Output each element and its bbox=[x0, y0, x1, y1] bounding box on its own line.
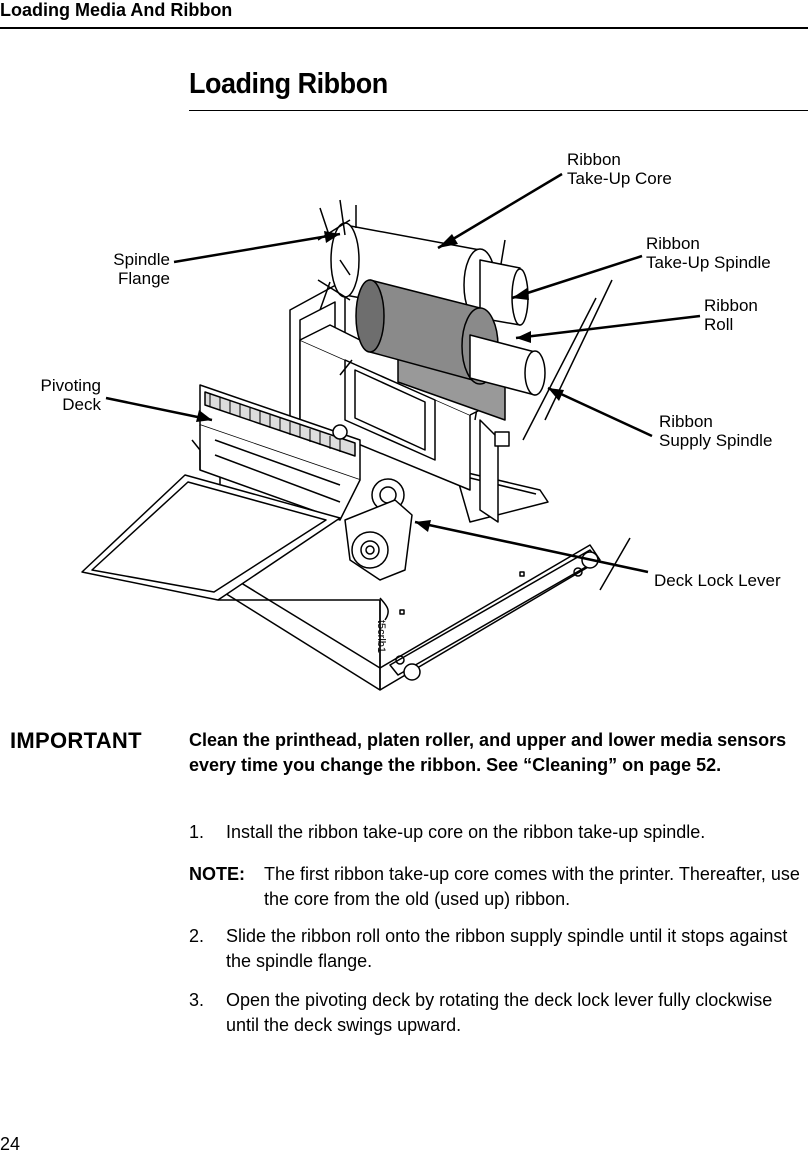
callout-supply-spindle: Ribbon Supply Spindle bbox=[659, 412, 773, 450]
step-number: 2. bbox=[189, 926, 205, 946]
callout-pivoting-deck: Pivoting Deck bbox=[40, 376, 101, 414]
printer-ribbon-figure: t5crlb1 Ribbon Take-Up Core Ribbon Take-… bbox=[0, 120, 808, 710]
printer-line-drawing: t5crlb1 bbox=[81, 172, 701, 691]
page-number: 24 bbox=[0, 1134, 21, 1154]
callout-deck-lock-lever: Deck Lock Lever bbox=[654, 571, 781, 590]
step-3: 3. Open the pivoting deck by rotating th… bbox=[189, 988, 804, 1038]
step-text: Install the ribbon take-up core on the r… bbox=[226, 822, 706, 842]
step-2: 2. Slide the ribbon roll onto the ribbon… bbox=[189, 924, 804, 974]
section-title: Loading Ribbon bbox=[189, 68, 388, 100]
step-number: 1. bbox=[189, 822, 205, 842]
figure-id-label: t5crlb1 bbox=[375, 620, 387, 653]
step-text: Slide the ribbon roll onto the ribbon su… bbox=[226, 926, 788, 971]
note-text: The first ribbon take-up core comes with… bbox=[264, 864, 800, 909]
callout-take-up-spindle: Ribbon Take-Up Spindle bbox=[646, 234, 771, 272]
step-1: 1. Install the ribbon take-up core on th… bbox=[189, 820, 804, 845]
note: NOTE: The first ribbon take-up core come… bbox=[189, 862, 804, 912]
important-text: Clean the printhead, platen roller, and … bbox=[189, 730, 787, 775]
callout-take-up-core: Ribbon Take-Up Core bbox=[567, 150, 672, 188]
step-text: Open the pivoting deck by rotating the d… bbox=[226, 990, 773, 1035]
callout-ribbon-roll: Ribbon Roll bbox=[704, 296, 758, 334]
important-label: IMPORTANT bbox=[10, 728, 142, 753]
running-head: Loading Media And Ribbon bbox=[0, 0, 233, 20]
note-label: NOTE: bbox=[189, 864, 245, 884]
step-number: 3. bbox=[189, 990, 205, 1010]
callout-spindle-flange: Spindle Flange bbox=[113, 250, 170, 288]
header-rule bbox=[0, 27, 808, 29]
title-rule bbox=[189, 110, 808, 111]
